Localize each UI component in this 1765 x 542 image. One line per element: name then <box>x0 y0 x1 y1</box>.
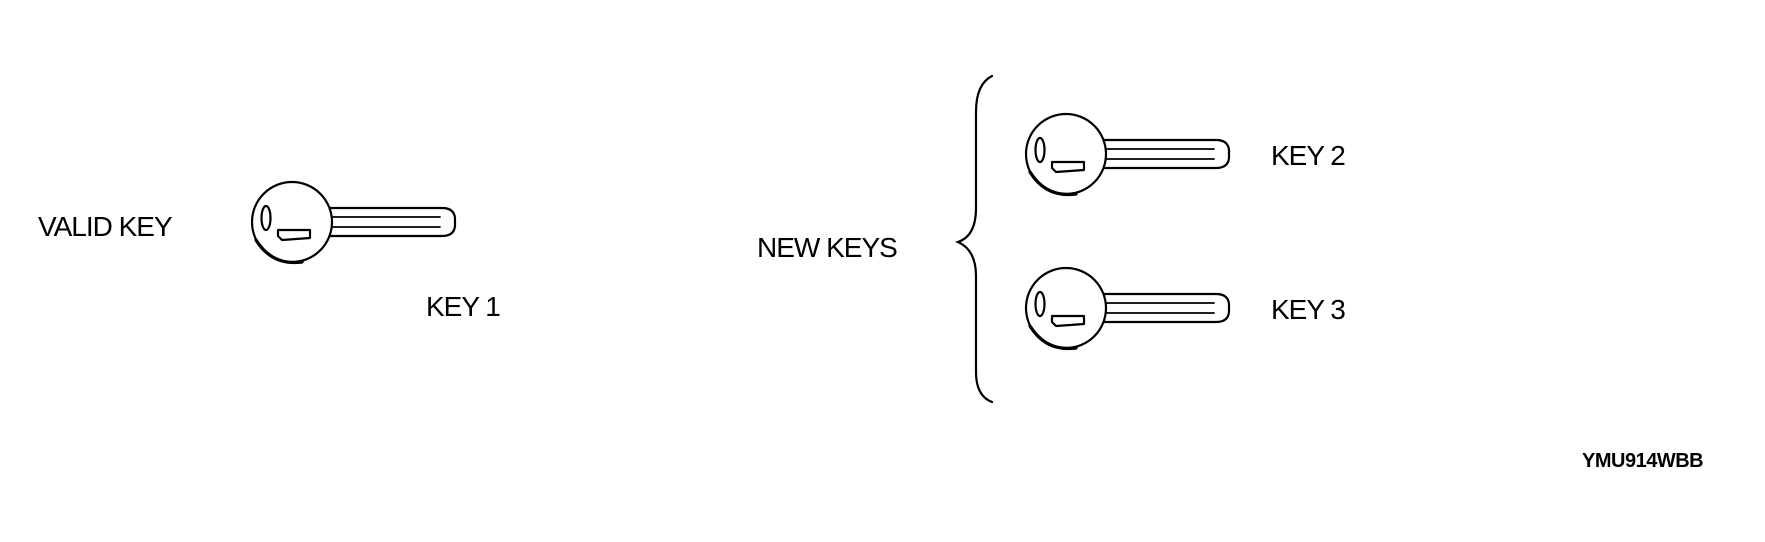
key-icon <box>1024 266 1231 351</box>
key2-label: KEY 2 <box>1271 140 1346 171</box>
left-curly-brace <box>954 74 994 404</box>
key-icon <box>1024 112 1231 197</box>
key1-label: KEY 1 <box>426 291 501 322</box>
key-icon <box>250 180 457 265</box>
key3-label: KEY 3 <box>1271 294 1346 325</box>
figure-code: YMU914WBB <box>1582 450 1704 472</box>
valid-key-label: VALID KEY <box>38 211 173 242</box>
new-keys-label: NEW KEYS <box>757 232 898 263</box>
